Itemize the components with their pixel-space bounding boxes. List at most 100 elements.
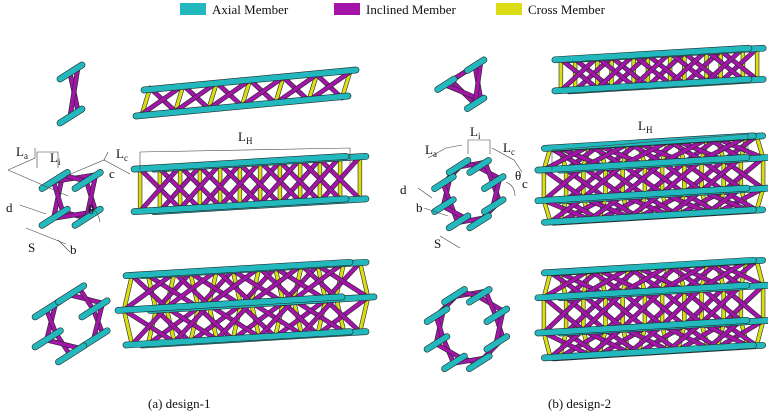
inclined-member [714,260,766,289]
inclined-member [667,48,709,87]
legend-cross: Cross Member [496,2,605,16]
inclined-member [137,163,183,214]
cross-member [357,295,371,335]
inclined-member [257,156,303,207]
cross-member-label: Cross Member [528,1,605,17]
cross-member [541,198,553,225]
inclined-member [44,307,59,336]
axial-member [466,212,492,232]
axial-member [464,94,488,112]
axial-member [481,196,507,215]
inclined-member [67,64,81,120]
axial-member [441,352,468,373]
axial-member [431,196,457,215]
inclined-member [206,265,262,308]
axial-member [466,286,493,306]
axial-member [114,293,346,314]
inclined-member [580,162,626,201]
inclined-member [315,262,371,300]
axial-member [55,342,88,366]
axial-member [541,256,757,277]
axial-member [423,305,451,325]
inclined-member [699,258,750,291]
axial-member [534,317,751,337]
label-li-2: Li [470,124,481,141]
axial-member [423,333,451,353]
inclined-member [620,160,665,199]
axial-member [541,206,757,226]
inclined-member [177,161,223,212]
truss-figure: La Li Lc c LH θ d S b La Li Lc c LH θ d … [6,44,768,373]
inclined-member [197,163,243,209]
axial-member [541,341,757,362]
inclined-member [541,292,586,336]
cross-member [239,77,253,109]
inclined-member [472,59,484,107]
inclined-member [172,80,220,114]
inclined-member [541,164,586,203]
inclined-member [620,287,665,331]
inclined-member [163,267,220,310]
label-lc-2: Lc [503,140,515,157]
cross-member [121,307,135,347]
truss-structures [31,44,768,373]
inclined-member [721,320,759,349]
cross-member [754,318,766,348]
label-s: S [28,240,35,255]
inclined-member [659,157,704,196]
axial-member [551,75,753,95]
inclined-member [256,297,297,340]
inclined-member [659,260,711,293]
inclined-member [76,285,96,313]
axial-member [534,281,751,302]
axial-member [56,105,86,127]
axial-member [122,328,354,349]
inclined-member [631,50,673,89]
inclined-member [248,262,305,305]
inclined-member [440,204,467,221]
axial-member [434,75,458,93]
axial-member [130,153,350,173]
axial-member [483,305,511,325]
cross-member-swatch [496,3,522,15]
axial-member [445,157,472,176]
legend: Axial Member Inclined Member Cross Membe… [0,0,768,18]
axial-member [464,56,488,74]
cross-member [754,258,766,288]
inclined-member [440,181,453,204]
axial-member [481,173,507,192]
inclined-member [594,52,637,91]
axial-member [466,157,492,176]
inclined-member [272,72,320,106]
axial-member [132,92,352,120]
axial-member [55,282,88,306]
inclined-member [121,270,177,313]
inclined-member-swatch [334,3,360,15]
cross-member [541,270,553,300]
legend-axial: Axial Member [180,2,288,16]
inclined-member [558,54,600,93]
axial-member [534,154,751,174]
inclined-member [659,285,704,328]
inclined-member [704,46,746,85]
label-b: b [70,242,77,257]
inclined-member [317,156,363,202]
inclined-member [187,270,244,308]
label-theta: θ [88,202,94,217]
cross-member [754,186,766,213]
inclined-member [483,288,499,319]
inclined-member [44,337,82,351]
axial-member [38,169,71,192]
label-c: c [109,166,115,181]
cross-member [357,260,371,300]
axial-member [466,352,493,373]
inclined-member [157,166,203,212]
inclined-member [433,341,464,361]
axial-member-swatch [180,3,206,15]
inclined-member [291,260,347,303]
inclined-member [580,265,632,298]
label-lh-2: LH [638,118,653,135]
axial-member [140,66,360,94]
axial-member-label: Axial Member [212,1,289,17]
dimension-annotations [7,133,749,253]
